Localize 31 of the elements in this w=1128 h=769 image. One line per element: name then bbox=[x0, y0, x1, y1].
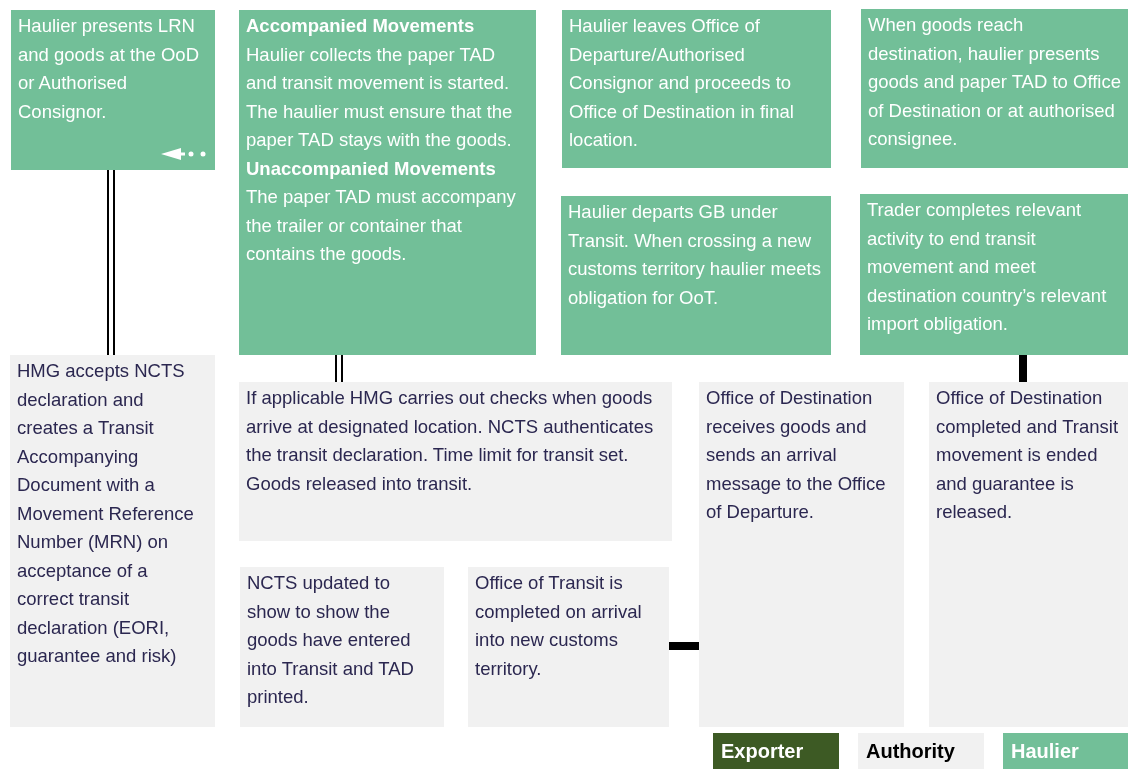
step-text: Office of Transit is completed on arrival into new customs territory. bbox=[475, 571, 643, 681]
step-box bbox=[860, 194, 1128, 355]
step-text: Trader completes relevant activity to end transit movement and meet destination country’s relevant import obligation. bbox=[867, 198, 1108, 336]
legend-swatch: Exporter bbox=[713, 733, 839, 769]
step-text: HMG accepts NCTS declaration and creates a Transit Accompanying Document with a Movement Reference Number (MRN) on acceptance of a correct transit declaration (EORI, guarantee and risk) bbox=[17, 359, 195, 668]
step-box bbox=[468, 567, 669, 727]
step-box bbox=[239, 10, 536, 355]
step-box bbox=[562, 10, 831, 168]
double-line-connector bbox=[107, 169, 115, 356]
step-text: Haulier leaves Office of Departure/Authorised Consignor and proceeds to Office of Destination in final location. bbox=[569, 14, 795, 152]
step-text: Haulier departs GB under Transit. When crossing a new customs territory haulier meets obligation for OoT. bbox=[568, 200, 822, 310]
step-box bbox=[11, 10, 215, 170]
legend-swatch: Haulier bbox=[1003, 733, 1128, 769]
step-box bbox=[929, 382, 1128, 727]
step-text: Unaccompanied Movements The paper TAD must accompany the trailer or container that contains the goods. bbox=[246, 156, 517, 266]
step-box bbox=[699, 382, 904, 727]
step-box bbox=[10, 355, 215, 727]
connector-line bbox=[669, 642, 699, 650]
step-box bbox=[561, 196, 831, 355]
step-text: Office of Destination completed and Transit movement is ended and guarantee is released. bbox=[936, 386, 1120, 524]
step-text: Office of Destination receives goods and sends an arrival message to the Office of Departure. bbox=[706, 386, 887, 524]
double-line-connector bbox=[335, 354, 343, 383]
step-box bbox=[861, 9, 1128, 168]
step-text: Accompanied Movements Haulier collects the paper TAD and transit movement is started. The haulier must ensure that the paper TAD stays with the goods. bbox=[246, 14, 514, 152]
step-text: When goods reach destination, haulier presents goods and paper TAD to Office of Destination or at authorised consignee. bbox=[868, 13, 1121, 151]
step-text: Haulier presents LRN and goods at the OoD or Authorised Consignor. bbox=[18, 14, 201, 124]
legend-swatch: Authority bbox=[858, 733, 984, 769]
step-box bbox=[239, 382, 672, 541]
step-text: If applicable HMG carries out checks when goods arrive at designated location. NCTS authenticates the transit declaration. Time limit for transit set. Goods released into transit. bbox=[246, 386, 655, 496]
step-text: NCTS updated to show to show the goods have entered into Transit and TAD printed. bbox=[247, 571, 415, 709]
connector-line bbox=[1019, 355, 1027, 382]
